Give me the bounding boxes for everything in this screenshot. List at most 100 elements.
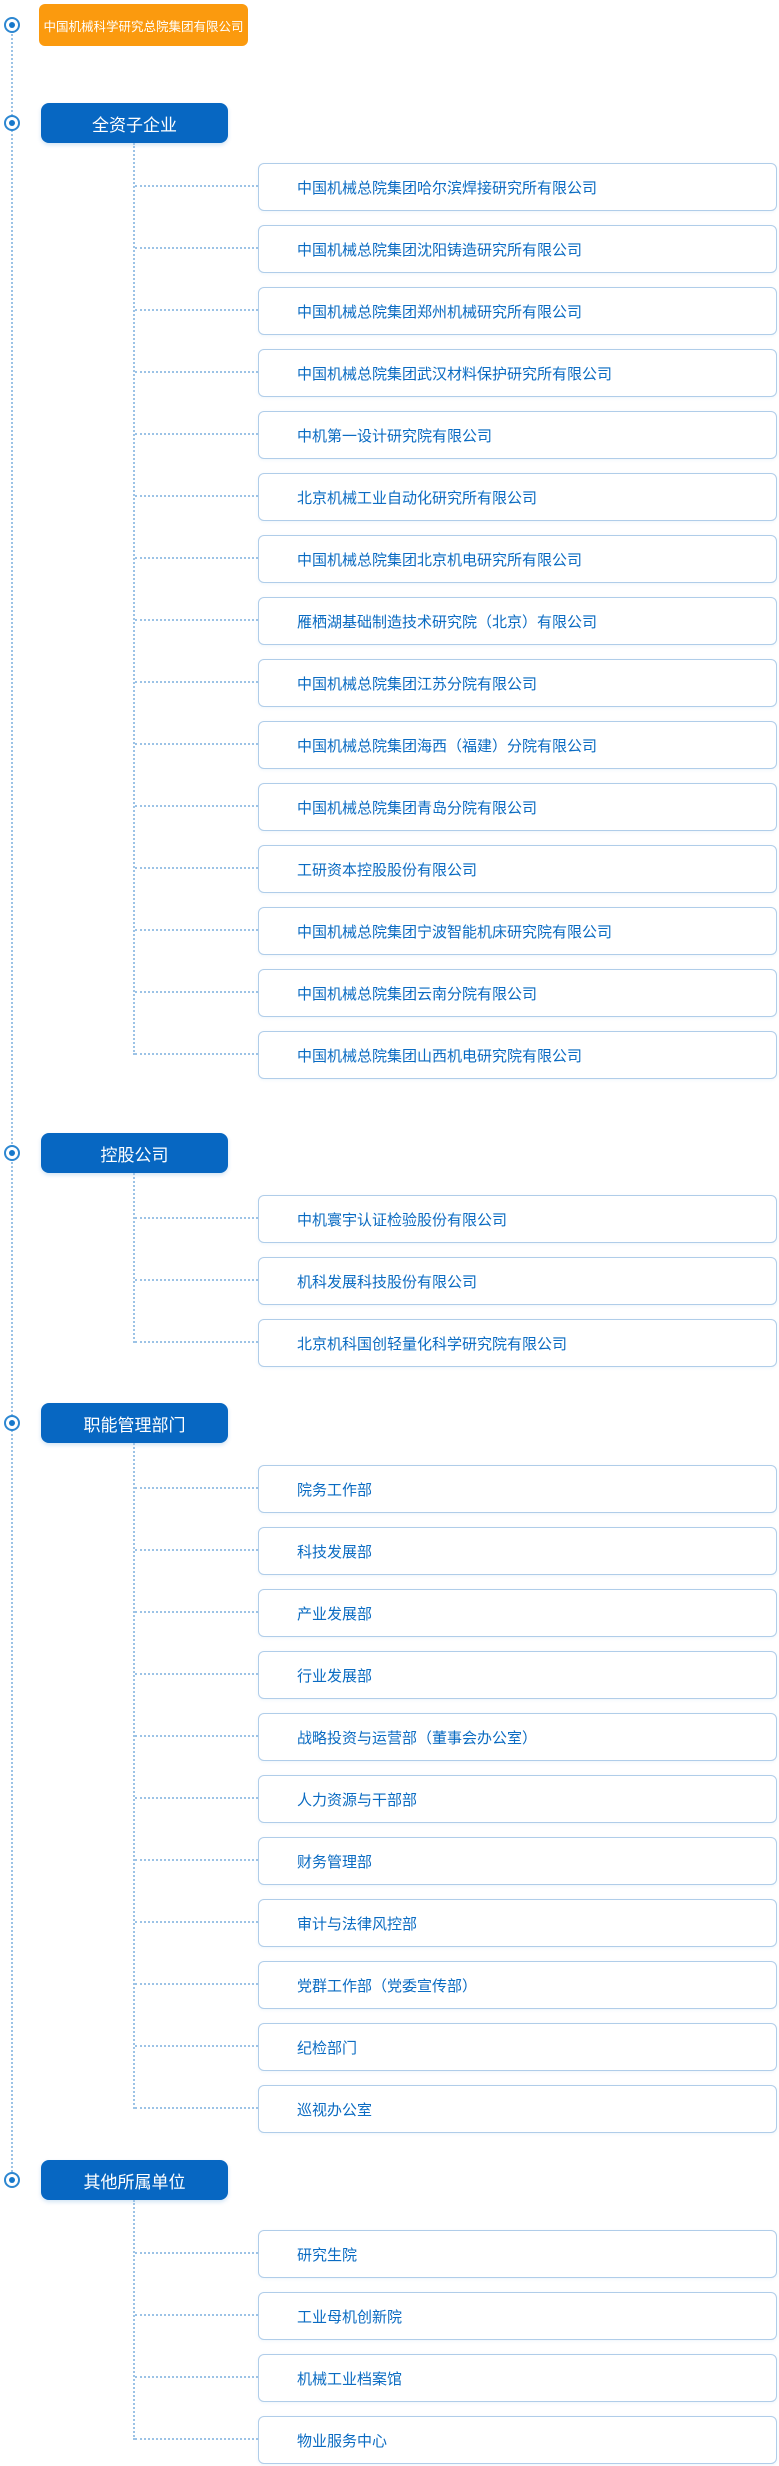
section-header[interactable]: 其他所属单位 — [41, 2160, 228, 2200]
org-item[interactable]: 科技发展部 — [258, 1527, 777, 1575]
org-item[interactable]: 巡视办公室 — [258, 2085, 777, 2133]
org-item[interactable]: 机械工业档案馆 — [258, 2354, 777, 2402]
org-item[interactable]: 工研资本控股股份有限公司 — [258, 845, 777, 893]
org-item-row: 机械工业档案馆 — [135, 2354, 779, 2402]
org-item[interactable]: 中国机械总院集团江苏分院有限公司 — [258, 659, 777, 707]
section-header-row: 控股公司 — [0, 1133, 779, 1173]
org-item-label: 巡视办公室 — [297, 2101, 373, 2119]
org-item-label: 产业发展部 — [297, 1605, 373, 1623]
org-item[interactable]: 党群工作部（党委宣传部） — [258, 1961, 777, 2009]
org-item-label: 人力资源与干部部 — [297, 1791, 418, 1809]
org-item-label: 机科发展科技股份有限公司 — [297, 1273, 478, 1291]
org-item-row: 中国机械总院集团沈阳铸造研究所有限公司 — [135, 225, 779, 273]
org-item-label: 中国机械总院集团北京机电研究所有限公司 — [297, 551, 583, 569]
section-header-row: 职能管理部门 — [0, 1403, 779, 1443]
section-label: 全资子企业 — [92, 115, 177, 135]
org-item[interactable]: 北京机科国创轻量化科学研究院有限公司 — [258, 1319, 777, 1367]
section-header[interactable]: 控股公司 — [41, 1133, 228, 1173]
org-item-row: 中国机械总院集团山西机电研究院有限公司 — [135, 1031, 779, 1079]
org-item-label: 纪检部门 — [297, 2039, 358, 2057]
org-item-label: 审计与法律风控部 — [297, 1915, 418, 1933]
org-item-row: 中国机械总院集团哈尔滨焊接研究所有限公司 — [135, 163, 779, 211]
org-item-label: 工业母机创新院 — [297, 2308, 403, 2326]
org-item-label: 中国机械总院集团云南分院有限公司 — [297, 985, 538, 1003]
org-item[interactable]: 院务工作部 — [258, 1465, 777, 1513]
org-item-label: 中机第一设计研究院有限公司 — [297, 427, 493, 445]
org-item-row: 行业发展部 — [135, 1651, 779, 1699]
org-item[interactable]: 中国机械总院集团郑州机械研究所有限公司 — [258, 287, 777, 335]
org-item-row: 中国机械总院集团郑州机械研究所有限公司 — [135, 287, 779, 335]
org-item-row: 物业服务中心 — [135, 2416, 779, 2464]
org-item[interactable]: 行业发展部 — [258, 1651, 777, 1699]
org-item-row: 北京机械工业自动化研究所有限公司 — [135, 473, 779, 521]
section-connector-line — [133, 1443, 135, 2109]
org-item-label: 科技发展部 — [297, 1543, 373, 1561]
org-item[interactable]: 雁栖湖基础制造技术研究院（北京）有限公司 — [258, 597, 777, 645]
org-item-label: 中国机械总院集团青岛分院有限公司 — [297, 799, 538, 817]
org-item[interactable]: 中国机械总院集团北京机电研究所有限公司 — [258, 535, 777, 583]
org-item-row: 中国机械总院集团云南分院有限公司 — [135, 969, 779, 1017]
org-item[interactable]: 中国机械总院集团海西（福建）分院有限公司 — [258, 721, 777, 769]
org-item-label: 北京机科国创轻量化科学研究院有限公司 — [297, 1335, 568, 1353]
bullet-dot — [9, 22, 15, 28]
org-item[interactable]: 产业发展部 — [258, 1589, 777, 1637]
bullet-dot — [9, 1150, 15, 1156]
org-item[interactable]: 财务管理部 — [258, 1837, 777, 1885]
org-item-row: 中国机械总院集团北京机电研究所有限公司 — [135, 535, 779, 583]
org-item-label: 雁栖湖基础制造技术研究院（北京）有限公司 — [297, 613, 598, 631]
org-item-row: 工研资本控股股份有限公司 — [135, 845, 779, 893]
org-item-row: 财务管理部 — [135, 1837, 779, 1885]
org-item-label: 中国机械总院集团哈尔滨焊接研究所有限公司 — [297, 179, 598, 197]
org-item[interactable]: 物业服务中心 — [258, 2416, 777, 2464]
org-item[interactable]: 中国机械总院集团山西机电研究院有限公司 — [258, 1031, 777, 1079]
org-item-label: 中国机械总院集团武汉材料保护研究所有限公司 — [297, 365, 613, 383]
root-node[interactable]: 中国机械科学研究总院集团有限公司 — [39, 4, 248, 46]
org-item-row: 工业母机创新院 — [135, 2292, 779, 2340]
org-item[interactable]: 中国机械总院集团哈尔滨焊接研究所有限公司 — [258, 163, 777, 211]
root-row: 中国机械科学研究总院集团有限公司 — [0, 0, 779, 46]
org-item-label: 院务工作部 — [297, 1481, 373, 1499]
org-item-label: 中国机械总院集团宁波智能机床研究院有限公司 — [297, 923, 613, 941]
org-item[interactable]: 研究生院 — [258, 2230, 777, 2278]
org-item[interactable]: 审计与法律风控部 — [258, 1899, 777, 1947]
bullet-dot — [9, 1420, 15, 1426]
org-item[interactable]: 中国机械总院集团青岛分院有限公司 — [258, 783, 777, 831]
org-item-row: 研究生院 — [135, 2230, 779, 2278]
org-item[interactable]: 人力资源与干部部 — [258, 1775, 777, 1823]
org-item[interactable]: 机科发展科技股份有限公司 — [258, 1257, 777, 1305]
sections-container: 全资子企业 中国机械总院集团哈尔滨焊接研究所有限公司 中国机械总院集团沈阳铸造研… — [0, 103, 779, 2464]
org-item[interactable]: 中国机械总院集团云南分院有限公司 — [258, 969, 777, 1017]
target-dot-icon — [4, 1145, 20, 1161]
org-item-row: 审计与法律风控部 — [135, 1899, 779, 1947]
target-dot-icon — [4, 1415, 20, 1431]
org-item-label: 工研资本控股股份有限公司 — [297, 861, 478, 879]
org-item-row: 机科发展科技股份有限公司 — [135, 1257, 779, 1305]
section-label: 职能管理部门 — [83, 1415, 186, 1435]
org-item-row: 纪检部门 — [135, 2023, 779, 2071]
section-label: 控股公司 — [100, 1145, 169, 1165]
org-item[interactable]: 北京机械工业自动化研究所有限公司 — [258, 473, 777, 521]
org-item-label: 中国机械总院集团山西机电研究院有限公司 — [297, 1047, 583, 1065]
section: 全资子企业 中国机械总院集团哈尔滨焊接研究所有限公司 中国机械总院集团沈阳铸造研… — [0, 103, 779, 1079]
org-item[interactable]: 纪检部门 — [258, 2023, 777, 2071]
section-header-row: 全资子企业 — [0, 103, 779, 143]
org-item-row: 战略投资与运营部（董事会办公室） — [135, 1713, 779, 1761]
section-header[interactable]: 职能管理部门 — [41, 1403, 228, 1443]
section-header[interactable]: 全资子企业 — [41, 103, 228, 143]
org-item[interactable]: 中国机械总院集团武汉材料保护研究所有限公司 — [258, 349, 777, 397]
org-item[interactable]: 战略投资与运营部（董事会办公室） — [258, 1713, 777, 1761]
org-item-row: 中国机械总院集团海西（福建）分院有限公司 — [135, 721, 779, 769]
section: 控股公司 中机寰宇认证检验股份有限公司 机科发展科技股份有限公司 北京机科国创轻… — [0, 1133, 779, 1367]
org-item[interactable]: 中国机械总院集团沈阳铸造研究所有限公司 — [258, 225, 777, 273]
org-item-row: 巡视办公室 — [135, 2085, 779, 2133]
org-item[interactable]: 中机寰宇认证检验股份有限公司 — [258, 1195, 777, 1243]
section-connector-line — [133, 2200, 135, 2440]
org-item[interactable]: 工业母机创新院 — [258, 2292, 777, 2340]
org-item-label: 财务管理部 — [297, 1853, 373, 1871]
org-item[interactable]: 中机第一设计研究院有限公司 — [258, 411, 777, 459]
org-item-row: 中国机械总院集团武汉材料保护研究所有限公司 — [135, 349, 779, 397]
org-item[interactable]: 中国机械总院集团宁波智能机床研究院有限公司 — [258, 907, 777, 955]
target-dot-icon — [4, 2172, 20, 2188]
section-connector-line — [133, 143, 135, 1055]
